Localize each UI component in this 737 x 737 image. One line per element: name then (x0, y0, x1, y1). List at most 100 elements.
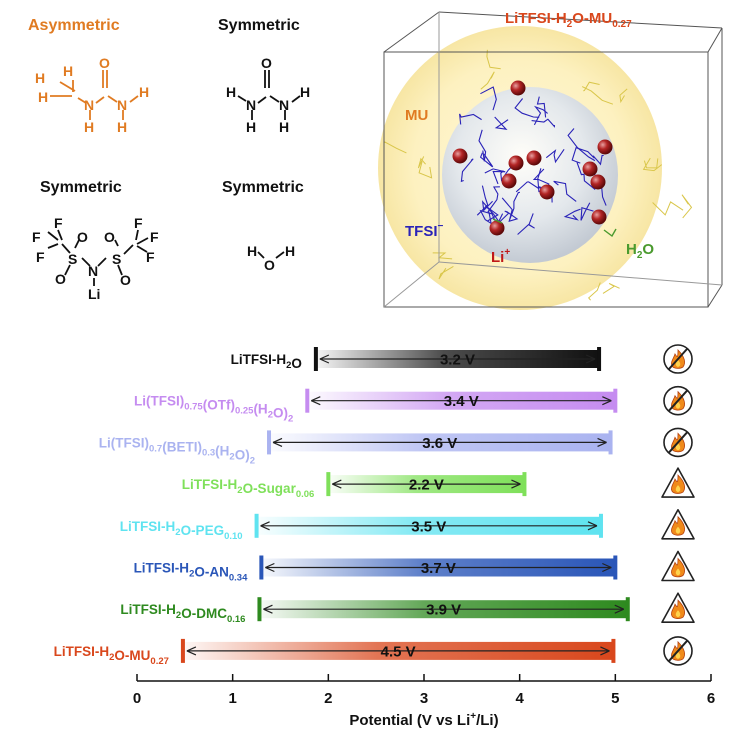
li-label: Li+ (491, 247, 510, 266)
series-label-part: 0.27 (150, 656, 169, 667)
tfsi-label: TFSI− (405, 221, 444, 240)
series-label-part: 2 (189, 569, 194, 580)
mu-h-3: H (38, 89, 48, 105)
series-label: LiTFSI-H2O-DMC0.16 (120, 602, 245, 625)
tfsi-f-6: F (146, 249, 155, 265)
series-label: LiTFSI-H2O-AN0.34 (134, 561, 249, 584)
arrow-head-right (602, 562, 612, 573)
arrow-head-left (263, 604, 273, 614)
arrow-head-right (587, 521, 598, 531)
window-start-cap (305, 388, 310, 413)
mu-o: O (99, 55, 110, 71)
li-label-main: Li (491, 249, 504, 266)
water-structure: H O H (247, 243, 295, 273)
series-label-part: Li(TFSI) (99, 435, 149, 450)
x-tick-label: 6 (707, 690, 715, 707)
mu-h-5: H (84, 119, 94, 135)
value-label: 4.5 V (381, 643, 416, 660)
series-label-part: 0.3 (202, 447, 215, 458)
li-ion (526, 150, 542, 166)
series-label-part: 0.16 (227, 614, 246, 625)
arrow-head-right (600, 646, 610, 656)
arrow-head-left (272, 437, 283, 447)
arrow-head-right (602, 396, 612, 406)
flammable-icon (661, 509, 695, 540)
urea-n-1: N (246, 97, 256, 113)
tfsi-f-5: F (150, 229, 159, 245)
window-end-cap (613, 555, 618, 580)
series-label-part: O-MU (114, 648, 150, 663)
series-label-part: 0.25 (235, 406, 254, 417)
window-end-cap (522, 472, 527, 497)
li-ion (452, 148, 468, 164)
potential-row: 3.4 V Li(TFSI)0.75(OTf)0.25(H2O)2 (134, 385, 693, 425)
tfsi-f-1: F (32, 229, 41, 245)
tfsi-o-2: O (55, 271, 66, 287)
water-o: O (264, 257, 275, 273)
series-label-part: 2 (268, 410, 273, 421)
tfsi-f-3: F (36, 249, 45, 265)
window-end-cap (613, 388, 618, 413)
urea-o: O (261, 55, 272, 71)
cube-title-main: LiTFSI-H (505, 10, 567, 27)
series-label-part: O-DMC (181, 606, 227, 621)
series-label-part: (OTf) (203, 398, 235, 413)
solvation-cube (378, 11, 723, 310)
mu-n-2: N (117, 97, 127, 113)
series-label-part: O (291, 356, 302, 371)
arrow-head-left (260, 521, 270, 531)
li-ion (539, 184, 555, 200)
x-tick-label: 0 (133, 690, 141, 707)
cube-title: LiTFSI-H2O-MU0.27 (505, 10, 632, 30)
series-label-part: 0.10 (224, 531, 243, 542)
mu-label: MU (405, 107, 428, 124)
non-flammable-icon (663, 427, 693, 458)
non-flammable-icon (663, 344, 693, 374)
urea-h-1: H (226, 84, 236, 100)
flammable-icon (661, 592, 695, 623)
series-label-part: (H (253, 402, 267, 417)
arrow-head-right (597, 437, 607, 447)
series-label: Li(TFSI)0.75(OTf)0.25(H2O)2 (134, 394, 293, 425)
arrow-head-right (614, 604, 625, 614)
series-label: LiTFSI-H2O-MU0.27 (54, 644, 169, 667)
series-label-part: Li(TFSI) (134, 394, 184, 409)
potential-row: 3.9 V LiTFSI-H2O-DMC0.16 (120, 592, 695, 625)
li-ion (501, 173, 517, 189)
tfsi-o-3: O (104, 229, 115, 245)
urea-h-4: H (279, 119, 289, 135)
flammable-icon (661, 550, 695, 582)
x-axis-label-sup: + (470, 711, 476, 722)
x-axis-label-main: Potential (V vs Li (349, 712, 470, 729)
series-label-part: 2 (109, 652, 114, 663)
litfsi-structure: F F F O S O N Li O S O F F F (32, 215, 159, 302)
window-start-cap (313, 347, 318, 371)
series-label-part: LiTFSI-H (54, 644, 110, 659)
li-ion (590, 174, 606, 190)
water-h-1: H (247, 243, 257, 259)
cube-title-sub-1: 2 (567, 19, 573, 30)
series-label-part: 0.75 (184, 402, 203, 413)
tfsi-o-4: O (120, 272, 131, 288)
potential-row: 4.5 V LiTFSI-H2O-MU0.27 (54, 636, 693, 667)
arrow-head-left (265, 562, 275, 573)
h2o-label-main: H (626, 241, 637, 258)
x-tick-label: 5 (611, 690, 619, 707)
h2o-label-sub: 2 (637, 250, 643, 261)
arrow-head-left (319, 354, 330, 364)
series-label-part: 2 (229, 451, 234, 462)
value-label: 3.9 V (426, 602, 461, 619)
series-label: LiTFSI-H2O (231, 352, 302, 371)
arrow-head-right (511, 479, 521, 489)
series-label-part: O) (235, 447, 250, 462)
series-label-part: 0.7 (149, 443, 162, 454)
x-tick-label: 3 (420, 690, 428, 707)
series-label-part: 2 (250, 455, 255, 466)
tfsi-o-1: O (77, 229, 88, 245)
x-axis-label-tail: /Li) (476, 712, 499, 729)
value-label: 3.4 V (444, 393, 479, 410)
